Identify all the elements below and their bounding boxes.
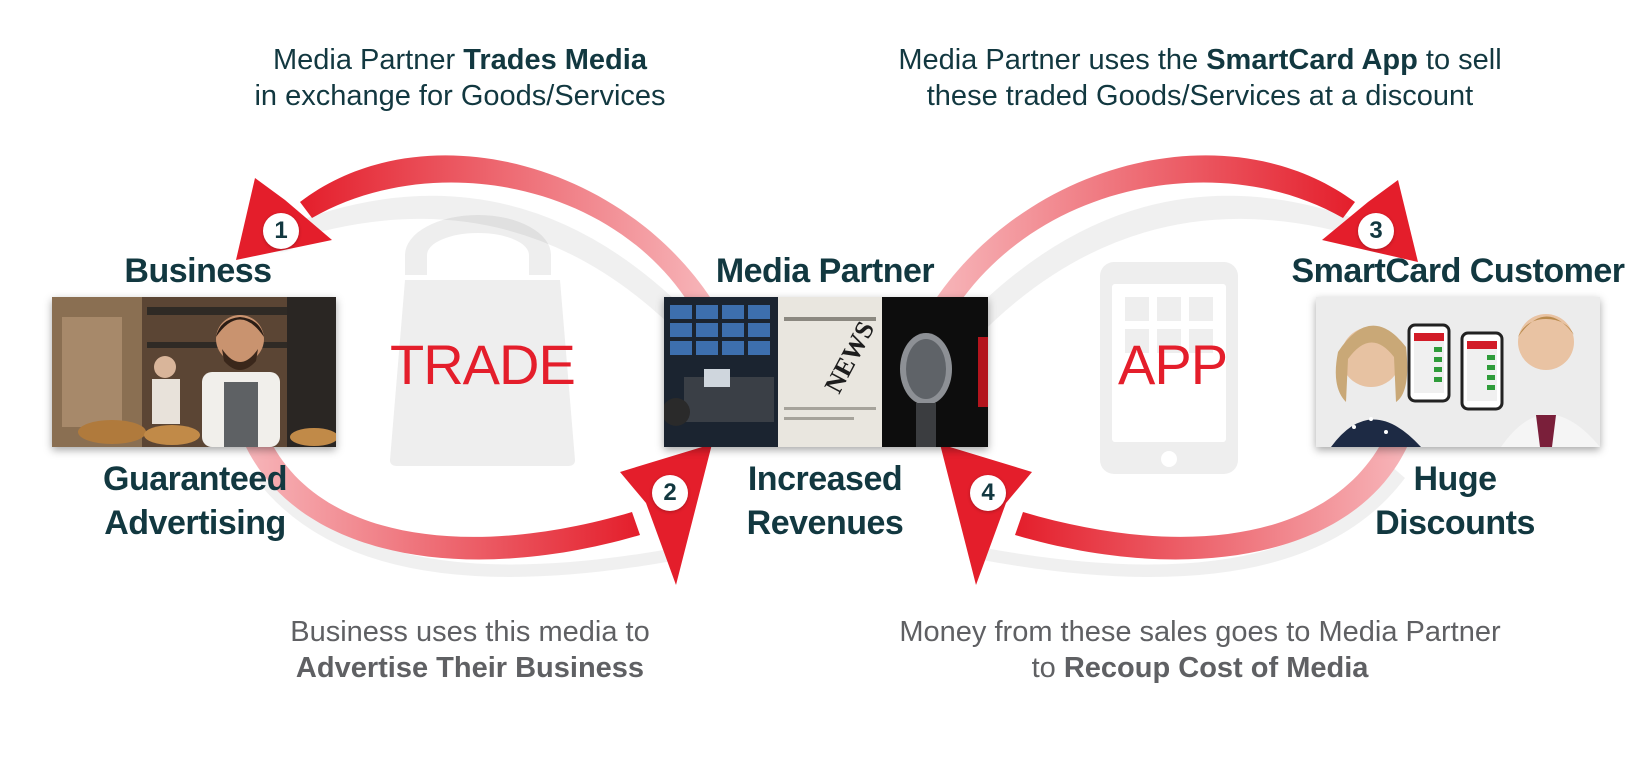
tablet-icon	[1100, 262, 1238, 474]
shopping-bag-icon	[390, 215, 575, 466]
caption-smartcard-app: Media Partner uses the SmartCard App to …	[898, 44, 1502, 112]
media-partner-benefit: Increased Revenues	[746, 460, 904, 542]
caption-recoup-cost: Money from these sales goes to Media Par…	[899, 616, 1501, 684]
caption-trade-media: Media Partner Trades Media in exchange f…	[254, 44, 666, 112]
step-3-badge: 3	[1358, 213, 1394, 249]
business-photo	[52, 297, 336, 447]
arrow-recoup-cost	[940, 440, 1408, 585]
step-1-badge: 1	[263, 213, 299, 249]
media-partner-photo: NEWS	[664, 297, 988, 447]
happy-customers-image	[1316, 297, 1600, 447]
media-collage-image: NEWS	[664, 297, 988, 447]
customer-benefit: Huge Discounts	[1375, 460, 1535, 542]
business-benefit: Guaranteed Advertising	[103, 460, 287, 542]
trade-label: TRADE	[390, 333, 576, 396]
caption-advertise: Business uses this media to Advertise Th…	[290, 616, 650, 684]
step-4-badge: 4	[970, 475, 1006, 511]
app-label: APP	[1118, 333, 1228, 396]
customer-photo	[1316, 297, 1600, 447]
customer-title: SmartCard Customer	[1291, 252, 1625, 290]
cafe-owner-image	[52, 297, 336, 447]
media-partner-title: Media Partner	[715, 252, 935, 290]
arrow-advertise	[245, 440, 712, 585]
business-title: Business	[124, 252, 272, 290]
step-2-badge: 2	[652, 475, 688, 511]
